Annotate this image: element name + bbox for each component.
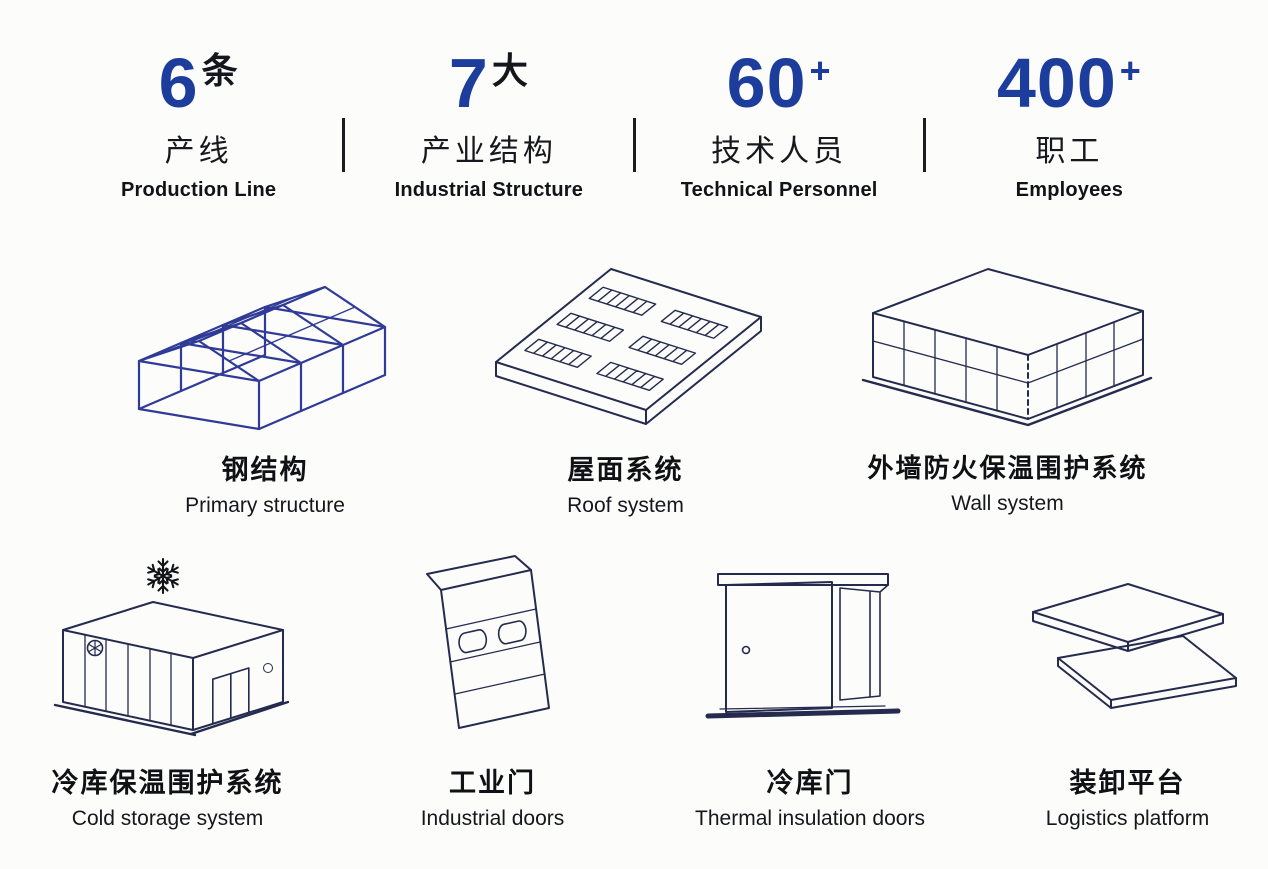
cold-storage-door-icon xyxy=(650,545,970,745)
product-card-steel-structure: 钢结构 Primary structure xyxy=(95,240,435,518)
product-title-zh: 冷库保温围护系统 xyxy=(51,768,284,798)
stat-production-line: 6条 产线 Production Line xyxy=(55,48,342,202)
stat-label-en: Industrial Structure xyxy=(394,179,584,201)
product-title-en: Wall system xyxy=(951,492,1064,515)
product-title-zh: 装卸平台 xyxy=(1069,768,1186,798)
stat-number-text: 6 xyxy=(158,44,199,122)
wall-system-icon xyxy=(820,240,1195,432)
product-title-en: Cold storage system xyxy=(71,807,264,830)
stat-label-zh: 产线 xyxy=(164,135,233,168)
double-door-icon xyxy=(212,668,248,724)
stat-industrial-structure: 7大 产业结构 Industrial Structure xyxy=(345,48,632,202)
stat-unit-text: 条 xyxy=(201,50,239,91)
product-card-roof-system: 屋面系统 Roof system xyxy=(468,240,783,518)
stat-label-zh: 职工 xyxy=(1035,135,1104,168)
door-window-icon xyxy=(457,629,487,654)
stat-value: 6条 xyxy=(55,48,342,118)
product-title-zh: 屋面系统 xyxy=(567,455,684,485)
roof-system-drawing xyxy=(476,247,776,432)
stat-label-en: Production Line xyxy=(121,179,277,201)
door-handle-icon xyxy=(741,645,751,655)
product-title-en: Thermal insulation doors xyxy=(695,807,925,830)
product-title-zh: 钢结构 xyxy=(221,455,309,485)
product-title-zh: 外墙防火保温围护系统 xyxy=(867,453,1148,483)
industrial-door-drawing xyxy=(363,550,623,745)
stat-label-zh: 技术人员 xyxy=(711,135,848,168)
stat-number-text: 7 xyxy=(448,44,489,122)
loading-platform-drawing xyxy=(1031,583,1237,709)
stat-value: 60+ xyxy=(636,48,923,118)
steel-structure-icon xyxy=(95,240,435,432)
product-title-zh: 工业门 xyxy=(449,768,536,798)
product-card-logistics-platform: 装卸平台 Logistics platform xyxy=(985,545,1268,831)
stat-label-zh: 产业结构 xyxy=(420,135,557,168)
product-card-cold-storage: 冷库保温围护系统 Cold storage system xyxy=(15,545,320,831)
stat-divider xyxy=(922,118,926,172)
cold-storage-door-drawing xyxy=(705,573,901,719)
stat-value: 400+ xyxy=(926,48,1213,118)
door-window-icon xyxy=(497,620,527,645)
stat-unit-text: 大 xyxy=(491,50,529,91)
stat-divider xyxy=(632,118,636,172)
product-card-industrial-doors: 工业门 Industrial doors xyxy=(345,545,640,831)
stat-value: 7大 xyxy=(345,48,632,118)
product-title-en: Roof system xyxy=(567,494,684,517)
stat-technical-personnel: 60+ 技术人员 Technical Personnel xyxy=(636,48,923,202)
industrial-door-icon xyxy=(345,545,640,745)
steel-structure-drawing xyxy=(137,285,387,431)
product-card-cold-storage-door: 冷库门 Thermal insulation doors xyxy=(650,545,970,831)
cold-storage-drawing xyxy=(53,557,298,745)
stat-number-text: 60 xyxy=(726,44,807,122)
roof-system-icon xyxy=(468,240,783,432)
wall-system-drawing xyxy=(861,268,1152,427)
cold-storage-icon xyxy=(15,545,320,745)
product-title-en: Industrial doors xyxy=(420,807,565,830)
product-title-en: Primary structure xyxy=(185,494,345,517)
stat-employees: 400+ 职工 Employees xyxy=(926,48,1213,202)
stat-label-en: Employees xyxy=(1015,179,1124,201)
loading-platform-icon xyxy=(985,545,1268,745)
stat-label-en: Technical Personnel xyxy=(680,179,878,201)
stat-unit-text: + xyxy=(809,50,832,91)
product-title-zh: 冷库门 xyxy=(766,768,854,798)
stat-divider xyxy=(342,118,346,172)
product-card-wall-system: 外墙防火保温围护系统 Wall system xyxy=(820,240,1195,516)
vent-icon xyxy=(262,663,273,673)
stats-strip: 6条 产线 Production Line 7大 产业结构 Industrial… xyxy=(55,48,1213,202)
stat-unit-text: + xyxy=(1119,50,1142,91)
product-title-en: Logistics platform xyxy=(1045,807,1210,830)
snowflake-icon xyxy=(146,557,179,595)
stat-number-text: 400 xyxy=(996,44,1117,122)
fan-icon xyxy=(86,639,103,657)
